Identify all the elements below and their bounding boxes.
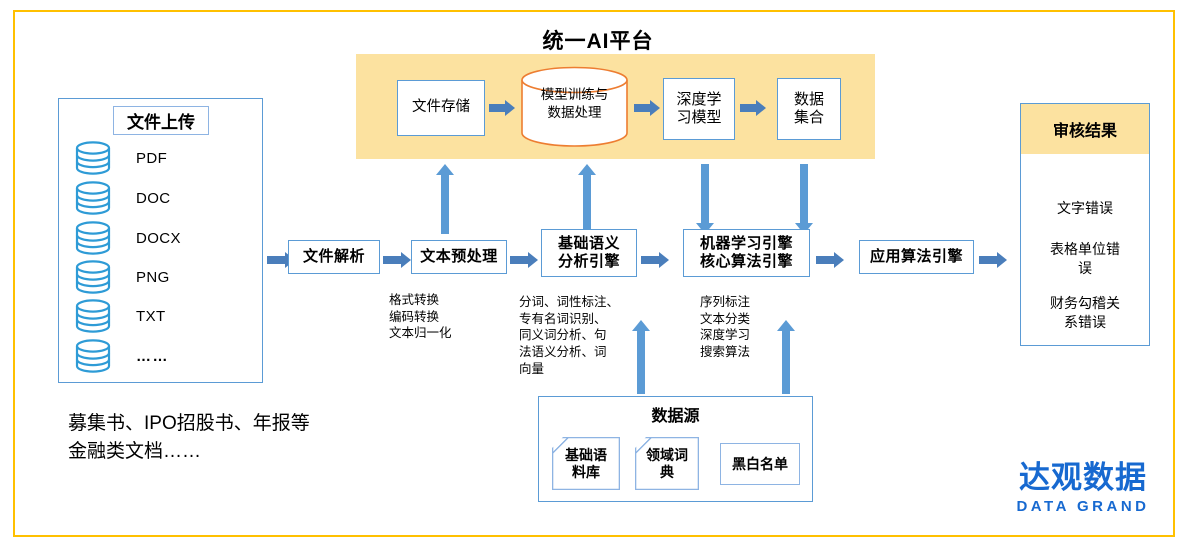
arrow-datasource-to-ml <box>777 320 795 394</box>
upload-caption: 募集书、IPO招股书、年报等 金融类文档…… <box>68 413 310 462</box>
database-icon <box>74 221 112 255</box>
node-data-set[interactable]: 数据 集合 <box>777 78 841 140</box>
datasource-card-label: 黑白名单 <box>732 455 788 472</box>
annotation-semantic-engine: 分词、词性标注、 专有名词识别、 同义词分析、句 法语义分析、词 向量 <box>519 295 620 376</box>
database-icon <box>74 181 112 215</box>
file-upload-title: 文件上传 <box>113 106 209 135</box>
node-model-training-cylinder[interactable] <box>519 66 630 147</box>
file-type-row[interactable]: PDF <box>74 138 254 178</box>
step-text-preprocess[interactable]: 文本预处理 <box>411 240 507 274</box>
result-item: 财务勾稽关 系错误 <box>1050 295 1120 330</box>
file-type-row[interactable]: DOCX <box>74 218 254 258</box>
datasource-card-label: 基础语 料库 <box>565 446 607 480</box>
node-model-training-label: 模型训练与 数据处理 <box>540 87 609 120</box>
result-item: 表格单位错 误 <box>1050 241 1120 276</box>
arrow-datasource-to-semantic <box>632 320 650 394</box>
logo-chinese-text: 达观数据 <box>1019 460 1147 495</box>
file-upload-panel <box>58 98 263 383</box>
cylinder-shape <box>521 66 628 147</box>
file-type-label: PDF <box>136 149 168 167</box>
step-file-parse[interactable]: 文件解析 <box>288 240 380 274</box>
arrow-application-to-result <box>979 252 1007 268</box>
file-type-row[interactable]: TXT <box>74 296 254 336</box>
arrow-ml-to-application <box>816 252 844 268</box>
step-ml-engine[interactable]: 机器学习引擎 核心算法引擎 <box>683 229 810 277</box>
database-icon <box>74 299 112 333</box>
node-deep-learning-model[interactable]: 深度学 习模型 <box>663 78 735 140</box>
file-type-row[interactable]: DOC <box>74 178 254 218</box>
arrow-semantic-to-ml <box>641 252 669 268</box>
file-type-label: …… <box>136 347 169 365</box>
arrow-preprocess-to-semantic <box>510 252 538 268</box>
datasource-card-corpus[interactable]: 基础语 料库 <box>552 437 620 490</box>
annotation-text-preprocess: 格式转换 编码转换 文本归一化 <box>389 293 452 341</box>
arrow-down-to-ml-engine-secondary <box>795 164 813 234</box>
platform-title: 统一AI平台 <box>542 30 654 53</box>
database-icon <box>74 141 112 175</box>
logo-english-text: DATA GRAND <box>1016 497 1150 515</box>
datasource-title: 数据源 <box>651 408 700 425</box>
arrow-up-to-file-storage <box>436 164 454 234</box>
datasource-card-blacklist[interactable]: 黑白名单 <box>720 443 800 485</box>
datasource-card-label: 领域词 典 <box>646 446 688 480</box>
step-application-engine[interactable]: 应用算法引擎 <box>859 240 974 274</box>
database-icon <box>74 260 112 294</box>
file-type-label: DOCX <box>136 229 181 247</box>
file-type-label: TXT <box>136 307 166 325</box>
step-semantic-engine[interactable]: 基础语义 分析引擎 <box>541 229 637 277</box>
company-logo: 达观数据 DATA GRAND <box>1003 460 1163 515</box>
arrow-deep-model-to-dataset <box>740 100 766 116</box>
result-item: 文字错误 <box>1057 200 1113 216</box>
file-type-label: DOC <box>136 189 171 207</box>
arrow-parse-to-preprocess <box>383 252 411 268</box>
file-type-row[interactable]: …… <box>74 336 254 376</box>
database-icon <box>74 339 112 373</box>
arrow-storage-to-training <box>489 100 515 116</box>
arrow-down-to-ml-engine <box>696 164 714 234</box>
file-type-row[interactable]: PNG <box>74 257 254 297</box>
result-title: 审核结果 <box>1021 104 1149 154</box>
annotation-ml-engine: 序列标注 文本分类 深度学习 搜索算法 <box>700 295 751 359</box>
file-type-label: PNG <box>136 268 170 286</box>
node-file-storage[interactable]: 文件存储 <box>397 80 485 136</box>
arrow-up-to-model-training <box>578 164 596 234</box>
arrow-training-to-deep-model <box>634 100 660 116</box>
datasource-card-domain-dict[interactable]: 领域词 典 <box>635 437 699 490</box>
